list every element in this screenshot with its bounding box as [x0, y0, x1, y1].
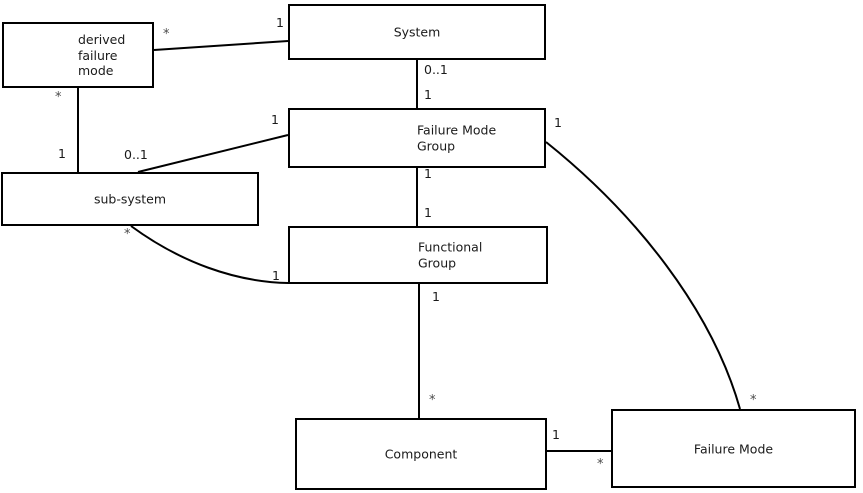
multiplicity-label-mult-component-failuremode-one: 1	[552, 427, 560, 442]
class-box-component[interactable]: Component	[295, 418, 547, 490]
class-box-label: Component	[384, 446, 458, 462]
class-box-label: Failure Mode	[693, 440, 774, 456]
multiplicity-label-mult-funcgroup-component-one: 1	[432, 289, 440, 304]
association-edge-fmgroup-to-failuremode	[545, 141, 741, 410]
multiplicity-label-mult-derived-system-star: *	[163, 27, 170, 42]
multiplicity-label-mult-fmgroup-system-one: 1	[424, 87, 432, 102]
multiplicity-label-mult-failuremode-component-star: *	[597, 457, 604, 472]
class-box-label: derived failure mode	[78, 31, 126, 78]
class-box-functional-group[interactable]: Functional Group	[288, 226, 548, 284]
association-edge-subsystem-to-fmgroup	[137, 134, 289, 173]
class-box-failure-mode[interactable]: Failure Mode	[611, 409, 856, 488]
multiplicity-label-mult-fmgroup-subsystem-one: 1	[271, 112, 279, 127]
association-edge-subsystem-to-funcgroup	[130, 225, 289, 284]
class-box-label: System	[393, 24, 441, 40]
multiplicity-label-mult-derived-subsystem-star: *	[55, 90, 62, 105]
multiplicity-label-mult-component-funcgroup-star: *	[429, 393, 436, 408]
class-box-sub-system[interactable]: sub-system	[1, 172, 259, 226]
class-box-label: Functional Group	[418, 239, 483, 271]
multiplicity-label-mult-subsystem-fmgroup-zeroone: 0..1	[124, 147, 148, 162]
multiplicity-label-mult-system-derived-one: 1	[276, 15, 284, 30]
association-edge-derived-to-system	[153, 40, 289, 51]
multiplicity-label-mult-subsystem-derived-one: 1	[58, 146, 66, 161]
class-box-failure-mode-group[interactable]: Failure Mode Group	[288, 108, 546, 168]
multiplicity-label-mult-fmgroup-funcgroup-one: 1	[424, 166, 432, 181]
multiplicity-label-mult-system-fmgroup-zeroone: 0..1	[424, 62, 448, 77]
class-box-label: Failure Mode Group	[417, 122, 497, 154]
multiplicity-label-mult-failuremode-fmgroup-star: *	[750, 393, 757, 408]
class-box-label: sub-system	[93, 191, 167, 207]
multiplicity-label-mult-subsystem-funcgroup-star: *	[124, 227, 131, 242]
class-box-system[interactable]: System	[288, 4, 546, 60]
multiplicity-label-mult-fmgroup-failuremode-one: 1	[554, 115, 562, 130]
multiplicity-label-mult-funcgroup-fmgroup-one: 1	[424, 205, 432, 220]
class-box-derived-failure-mode[interactable]: derived failure mode	[2, 22, 154, 88]
multiplicity-label-mult-funcgroup-subsystem-one: 1	[272, 268, 280, 283]
